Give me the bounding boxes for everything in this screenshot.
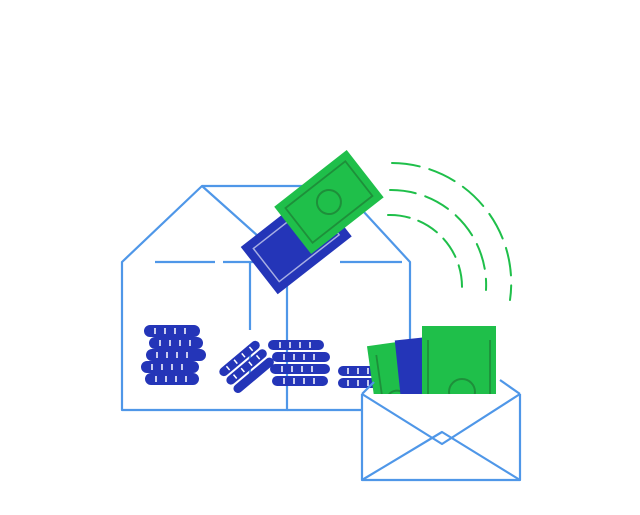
banknote-icon: [274, 150, 384, 254]
tilted-coin-stack-icon: [219, 340, 274, 394]
coin-stack-icon: [268, 340, 330, 386]
coin-stack-icon: [141, 325, 206, 385]
signal-arcs-icon: [387, 162, 513, 301]
envelope-icon: [360, 326, 522, 482]
house-icon: [120, 184, 412, 412]
